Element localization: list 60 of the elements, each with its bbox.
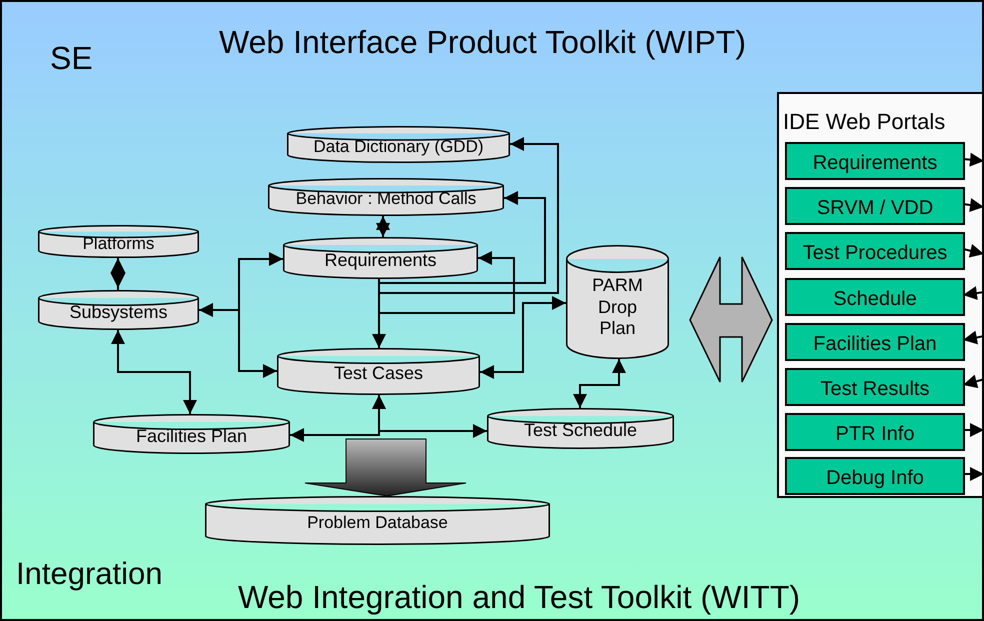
database-cylinder bbox=[268, 178, 504, 216]
connector-arrow bbox=[962, 244, 982, 258]
connector-arrow bbox=[480, 296, 566, 379]
node-label: Test Results bbox=[820, 376, 930, 402]
node-label: Problem Database bbox=[307, 512, 448, 534]
connector-arrow bbox=[378, 191, 546, 284]
portal-box bbox=[785, 457, 965, 495]
toolkit-label: Web Integration and Test Toolkit (WITT) bbox=[238, 578, 800, 617]
node-label: Test Cases bbox=[334, 362, 424, 385]
node-label: Requirements bbox=[812, 150, 938, 176]
node-label: Subsystems bbox=[69, 300, 168, 324]
node-label: PARM Drop Plan bbox=[591, 274, 644, 340]
database-cylinder bbox=[93, 414, 290, 454]
portal-box bbox=[785, 278, 965, 316]
connector-arrow bbox=[962, 374, 982, 388]
node-label: Debug Info bbox=[826, 466, 924, 490]
connector-arrow bbox=[378, 137, 559, 294]
node-label: Data Dictionary (GDD) bbox=[313, 136, 484, 158]
connector-arrow bbox=[376, 216, 390, 237]
connector-arrow bbox=[573, 359, 626, 408]
connector-arrow bbox=[372, 395, 487, 438]
panel-heading: IDE Web Portals bbox=[783, 108, 946, 136]
diagram-title: Web Interface Product Toolkit (WIPT) bbox=[219, 23, 746, 62]
connector-arrow bbox=[962, 152, 982, 167]
connector-arrow bbox=[963, 467, 982, 481]
node-label: Facilities Plan bbox=[136, 424, 248, 448]
section-label: SE bbox=[50, 39, 93, 78]
connector-arrow bbox=[111, 330, 197, 414]
portal-box bbox=[785, 368, 965, 406]
node-label: PTR Info bbox=[836, 422, 914, 446]
block-arrow bbox=[304, 438, 466, 496]
section-label: Integration bbox=[16, 555, 162, 593]
node-label: Facilities Plan bbox=[813, 332, 937, 356]
database-cylinder bbox=[487, 408, 674, 449]
connector-arrow bbox=[199, 303, 277, 378]
portal-box bbox=[785, 187, 965, 225]
database-cylinder bbox=[277, 348, 480, 395]
database-cylinder bbox=[205, 496, 550, 545]
node-label: Test Procedures bbox=[802, 240, 948, 266]
double-block-arrow bbox=[689, 256, 773, 383]
node-label: SRVM / VDD bbox=[816, 196, 934, 220]
node-label: Behavior : Method Calls bbox=[296, 188, 476, 210]
portal-box bbox=[785, 142, 965, 180]
portal-box bbox=[785, 413, 965, 451]
connector-arrow bbox=[962, 286, 982, 300]
connector-arrow bbox=[962, 198, 982, 212]
node-label: Platforms bbox=[82, 232, 154, 254]
database-cylinder bbox=[38, 225, 199, 258]
portal-box bbox=[785, 323, 965, 361]
connector-arrow bbox=[962, 330, 982, 344]
database-cylinder bbox=[566, 245, 669, 359]
node-label: Test Schedule bbox=[524, 419, 638, 442]
database-cylinder bbox=[38, 290, 199, 330]
connector-arrow bbox=[963, 423, 982, 437]
database-cylinder bbox=[287, 126, 510, 163]
node-label: Requirements bbox=[324, 248, 437, 272]
portal-panel bbox=[777, 92, 982, 498]
portal-box bbox=[785, 232, 965, 270]
database-cylinder bbox=[283, 237, 478, 279]
node-label: Schedule bbox=[833, 286, 917, 312]
